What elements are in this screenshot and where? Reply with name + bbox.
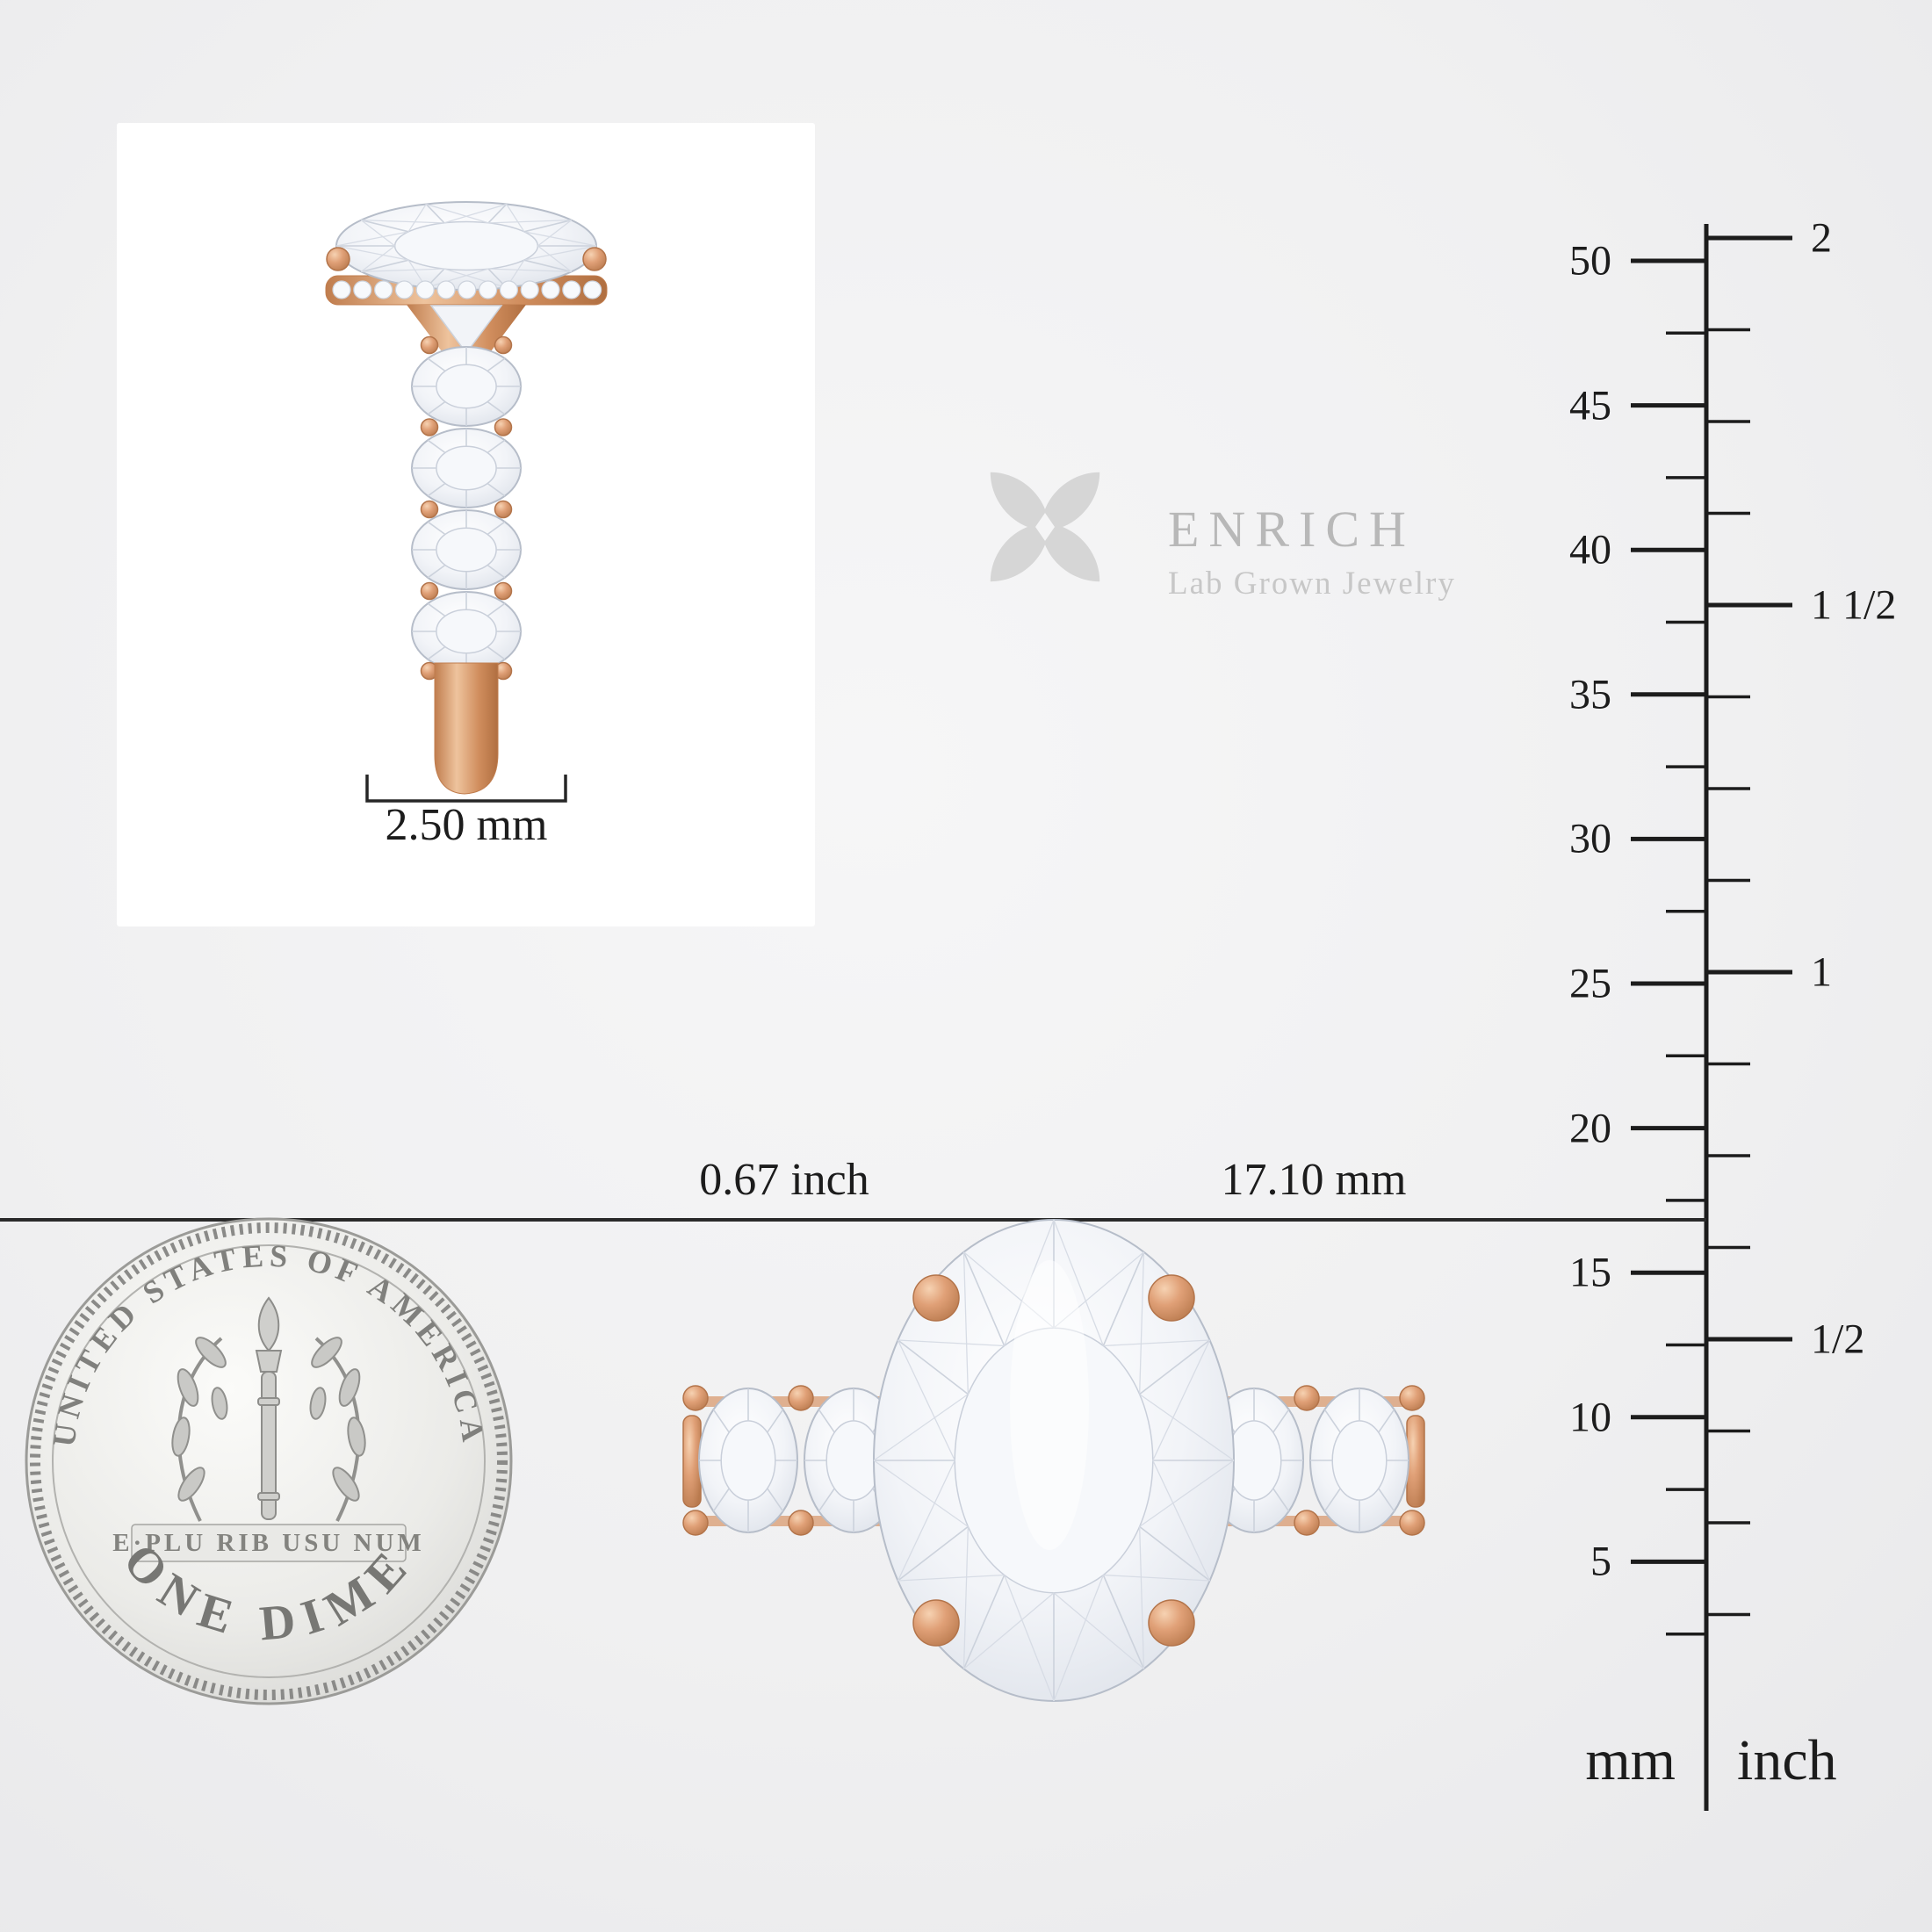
brand-name: ENRICH [1168,501,1416,558]
ruler-unit-mm: mm [1585,1728,1676,1792]
coin-reeded-edge [30,1222,508,1700]
ruler: 50 45 40 35 30 25 20 15 10 5 2 1 1/2 1 1… [1569,215,1896,1811]
brand-tagline: Lab Grown Jewelry [1168,566,1456,602]
ruler-mm-label-40: 40 [1569,527,1611,573]
front-view-ring [682,1219,1425,1702]
ruler-mm-label-30: 30 [1569,816,1611,862]
ruler-inch-scale: 2 1 1/2 1 1/2 [1811,215,1896,1363]
ruler-mm-label-20: 20 [1569,1106,1611,1152]
center-stone-highlight [1010,1260,1089,1550]
height-mm-label: 17.10 mm [1222,1155,1407,1205]
ruler-mm-label-15: 15 [1569,1250,1611,1296]
brand-watermark: ENRICH Lab Grown Jewelry [990,472,1456,602]
ruler-mm-label-35: 35 [1569,672,1611,718]
ruler-inch-label-0-5: 1/2 [1811,1316,1864,1363]
ruler-mm-label-10: 10 [1569,1395,1611,1441]
dime-coin: E·PLU RIB USU NUM UNITED STATES OF AMERI… [25,1217,513,1705]
coin-olive-branch-icon [171,1337,228,1522]
side-view-panel: 2.50 mm [117,123,815,926]
ruler-mm-label-50: 50 [1569,238,1611,285]
side-main-stone [335,201,597,291]
ruler-mm-scale: 50 45 40 35 30 25 20 15 10 5 [1569,238,1611,1585]
ruler-inch-label-1: 1 [1811,949,1832,996]
side-shank-prongs [420,335,513,681]
ruler-unit-inch: inch [1737,1728,1837,1792]
side-pave-row [332,280,602,299]
ruler-mm-label-25: 25 [1569,961,1611,1007]
band-width-label: 2.50 mm [386,800,548,850]
side-shank-stones [411,346,522,672]
ruler-inch-label-1-5: 1 1/2 [1811,582,1896,629]
front-center-prongs [912,1274,1195,1647]
ruler-ticks [1631,235,1792,1636]
side-view-ring: 2.50 mm [325,201,608,850]
side-main-prongs [326,247,607,271]
coin-motto-band [131,1524,407,1562]
ruler-inch-label-2: 2 [1811,215,1832,262]
side-plain-band [434,662,499,795]
brand-flower-icon [990,472,1100,582]
coin-oak-branch-icon [309,1337,366,1522]
height-inch-label: 0.67 inch [699,1155,869,1205]
coin-torch-icon [255,1296,283,1520]
coin-inner-rim [52,1244,486,1678]
band-width-bracket [365,775,567,803]
coin-motto: E·PLU RIB USU NUM [112,1529,425,1557]
ruler-mm-label-5: 5 [1590,1539,1611,1585]
ruler-mm-label-45: 45 [1569,383,1611,429]
